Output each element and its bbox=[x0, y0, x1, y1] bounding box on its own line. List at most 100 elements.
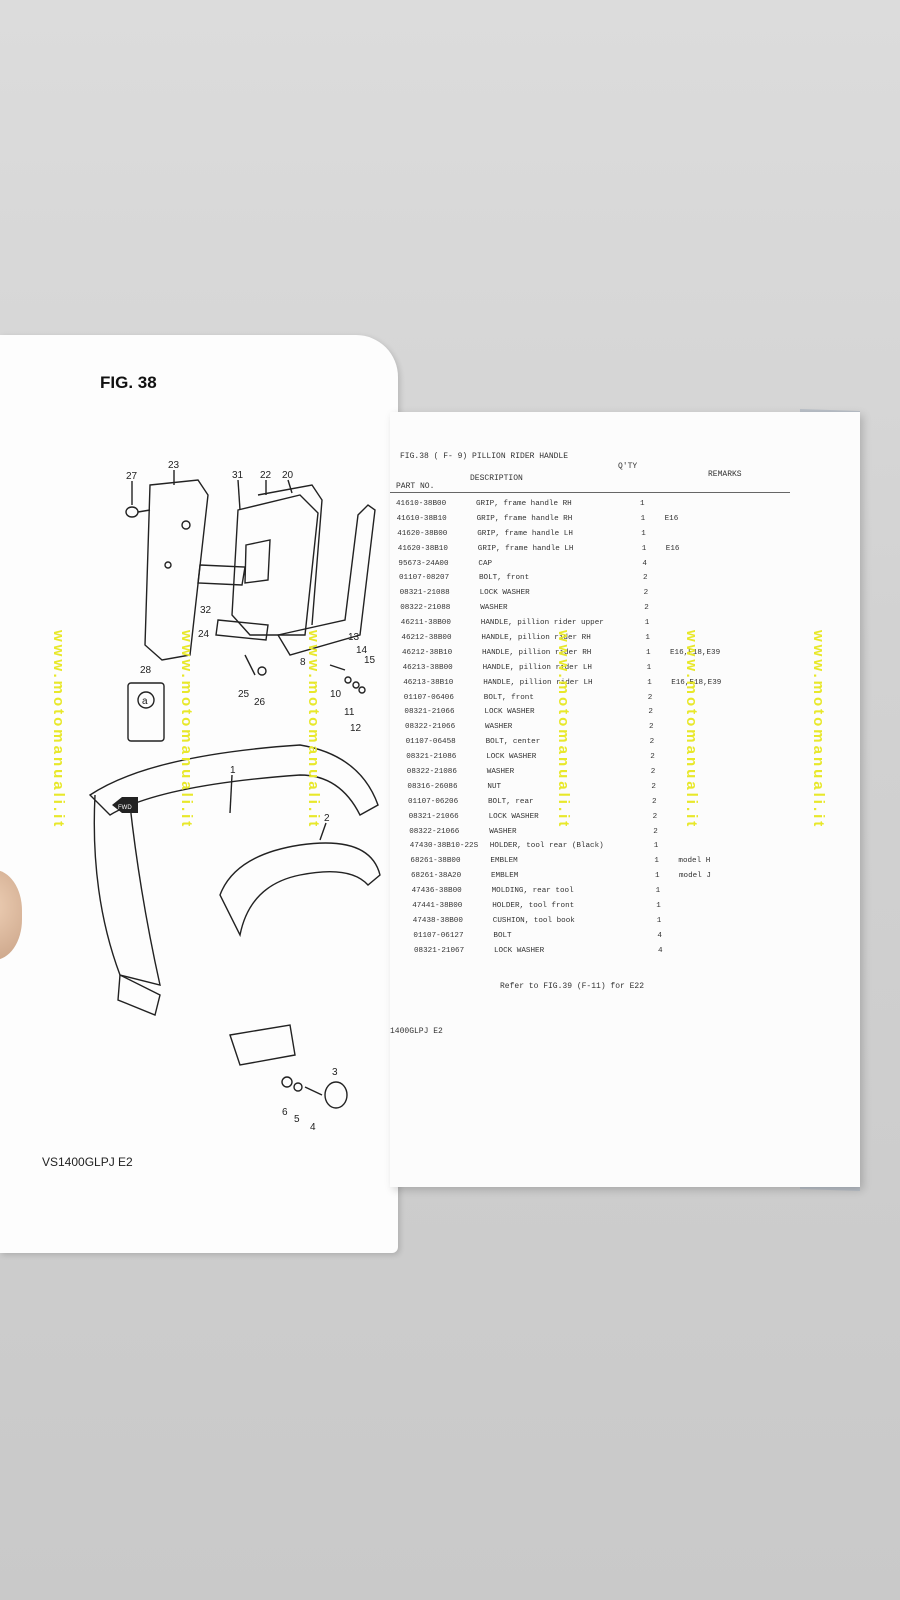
part-number: 41610-38B00 bbox=[396, 500, 447, 508]
callout-14: 14 bbox=[356, 645, 368, 656]
left-page-model-code: VS1400GLPJ E2 bbox=[42, 1155, 133, 1169]
watermark-5: www.motomanuali.it bbox=[683, 630, 700, 830]
part-number: 01107-06206 bbox=[408, 797, 459, 806]
callout-10: 10 bbox=[330, 689, 342, 700]
col-header-remarks: REMARKS bbox=[708, 470, 742, 479]
part-quantity: 2 bbox=[648, 708, 653, 717]
part-quantity: 1 bbox=[644, 619, 650, 628]
col-header-qty: Q'TY bbox=[618, 462, 638, 471]
part-number: 08321-21067 bbox=[414, 946, 465, 955]
callout-8: 8 bbox=[300, 657, 306, 668]
part-description: EMBLEM bbox=[491, 872, 519, 881]
part-number: 68261-38B00 bbox=[410, 857, 461, 866]
callout-23: 23 bbox=[168, 460, 180, 471]
part-quantity: 2 bbox=[650, 768, 656, 777]
part-quantity: 2 bbox=[643, 574, 648, 583]
part-quantity: 2 bbox=[647, 693, 653, 702]
part-quantity: 1 bbox=[654, 857, 659, 866]
part-description: MOLDING, rear tool bbox=[491, 887, 574, 896]
part-number: 47438-38B00 bbox=[412, 916, 463, 925]
part-description: WASHER bbox=[489, 827, 517, 836]
table-row: 08322-21066 WASHER 2 bbox=[407, 828, 860, 843]
part-number: 47436-38B00 bbox=[411, 887, 462, 896]
part-description: GRIP, frame handle LH bbox=[477, 544, 574, 553]
callout-12: 12 bbox=[350, 723, 362, 734]
part-quantity: 1 bbox=[641, 529, 646, 538]
part-number: 08321-21086 bbox=[406, 753, 457, 762]
grab-rail-right-shape bbox=[219, 842, 381, 938]
callout-31: 31 bbox=[232, 470, 244, 481]
part-quantity: 1 bbox=[641, 544, 647, 553]
part-quantity: 1 bbox=[640, 500, 645, 508]
part-description: HANDLE, pillion rider RH bbox=[482, 648, 592, 657]
fwd-arrow bbox=[112, 797, 138, 813]
callout-24: 24 bbox=[198, 629, 210, 640]
rear-plate-shape bbox=[144, 479, 209, 661]
watermark-6: www.motomanuali.it bbox=[810, 630, 827, 830]
part-description: BOLT bbox=[493, 931, 512, 940]
part-quantity: 2 bbox=[652, 797, 657, 806]
exploded-parts-diagram: FWD a 27 23 31 22 20 32 24 25 26 28 1 2 … bbox=[88, 460, 381, 1133]
part-quantity: 2 bbox=[649, 738, 655, 747]
table-row: 47436-38B00 MOLDING, rear tool 1 bbox=[410, 887, 860, 902]
part-number: 47441-38B00 bbox=[412, 902, 463, 911]
part-number: 08322-21088 bbox=[400, 604, 451, 613]
left-page: FIG. 38 bbox=[0, 335, 398, 1253]
part-number: 08322-21086 bbox=[406, 768, 457, 777]
callout-20: 20 bbox=[282, 470, 294, 481]
callout-22: 22 bbox=[260, 470, 272, 481]
part-remarks: E16 bbox=[665, 544, 680, 553]
part-description: LOCK WASHER bbox=[479, 589, 530, 598]
col-header-desc: DESCRIPTION bbox=[470, 474, 523, 483]
part-quantity: 2 bbox=[653, 827, 658, 836]
part-description: GRIP, frame handle LH bbox=[477, 529, 573, 538]
part-number: 08322-21066 bbox=[409, 827, 460, 836]
part-quantity: 4 bbox=[642, 559, 647, 568]
part-number: 95673-24A00 bbox=[398, 559, 449, 568]
upper-handle-shape bbox=[276, 504, 376, 656]
figure-title: FIG. 38 bbox=[100, 373, 157, 392]
part-quantity: 1 bbox=[647, 678, 652, 687]
watermark-1: www.motomanuali.it bbox=[50, 630, 67, 830]
part-description: HOLDER, tool rear (Black) bbox=[489, 842, 604, 851]
part-number: 46212-38B00 bbox=[401, 634, 452, 643]
part-number: 46213-38B00 bbox=[402, 663, 453, 672]
part-description: HOLDER, tool front bbox=[492, 902, 575, 911]
part-quantity: 2 bbox=[651, 782, 656, 791]
callout-2: 2 bbox=[324, 813, 330, 824]
right-page: FIG.38 ( F- 9) PILLION RIDER HANDLE Q'TY… bbox=[390, 412, 860, 1187]
part-description: LOCK WASHER bbox=[494, 946, 545, 955]
callout-32: 32 bbox=[200, 605, 212, 616]
thumb bbox=[0, 870, 22, 960]
parts-list-title: FIG.38 ( F- 9) PILLION RIDER HANDLE bbox=[400, 452, 569, 461]
part-description: GRIP, frame handle RH bbox=[476, 514, 573, 523]
part-remarks: E16 bbox=[664, 514, 679, 523]
part-quantity: 1 bbox=[655, 887, 661, 896]
callout-4: 4 bbox=[310, 1122, 316, 1133]
part-quantity: 2 bbox=[644, 604, 649, 613]
part-description: LOCK WASHER bbox=[484, 708, 535, 717]
watermark-4: www.motomanuali.it bbox=[555, 630, 572, 830]
fwd-label: FWD bbox=[118, 805, 132, 811]
